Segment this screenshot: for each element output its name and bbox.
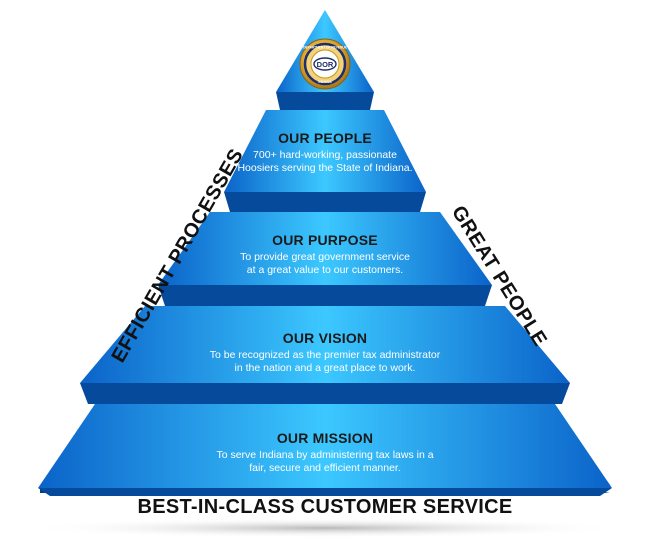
seal-center-text: DOR	[317, 60, 334, 69]
tier-vision-face	[80, 306, 570, 383]
tier-people-underside	[224, 192, 426, 212]
tier-people-face	[224, 110, 426, 192]
tier-purpose-line-1: To provide great government service	[240, 251, 410, 263]
tier-purpose-block	[158, 212, 492, 306]
tier-apex-underside	[276, 92, 374, 110]
tier-mission-title: OUR MISSION	[276, 430, 374, 446]
ground-shadow	[25, 518, 625, 538]
tier-people-block	[224, 110, 426, 212]
tier-purpose-face	[158, 212, 492, 285]
tier-people-line-2: Hoosiers serving the State of Indiana.	[237, 162, 413, 174]
seal-center-badge	[313, 57, 337, 71]
tier-vision-block	[80, 306, 570, 404]
seal-bottom-text: INDIANA	[318, 80, 332, 84]
tier-mission-line-1: To serve Indiana by administering tax la…	[216, 449, 434, 461]
tier-mission-block	[38, 404, 612, 496]
tier-people: OUR PEOPLE 700+ hard-working, passionate…	[225, 130, 425, 175]
dor-seal: DOR DEPARTMENT OF REVENUE INDIANA	[299, 38, 351, 90]
tier-purpose-line-2: at a great value to our customers.	[246, 264, 404, 276]
tier-vision: OUR VISION To be recognized as the premi…	[175, 330, 475, 375]
tier-purpose: OUR PURPOSE To provide great government …	[200, 232, 450, 277]
tier-mission: OUR MISSION To serve Indiana by administ…	[175, 430, 475, 475]
tier-vision-line-2: in the nation and a great place to work.	[234, 362, 416, 374]
tier-people-line-1: 700+ hard-working, passionate	[253, 149, 397, 161]
tier-vision-line-1: To be recognized as the premier tax admi…	[209, 349, 441, 361]
bottom-label: BEST-IN-CLASS CUSTOMER SERVICE	[137, 496, 513, 518]
tier-mission-face	[38, 404, 612, 488]
tier-mission-underside	[38, 488, 612, 496]
tier-vision-underside	[80, 383, 570, 404]
tier-people-title: OUR PEOPLE	[278, 130, 372, 146]
tier-vision-title: OUR VISION	[282, 330, 368, 346]
tier-purpose-underside	[158, 285, 492, 306]
seal-top-text: DEPARTMENT OF REVENUE	[303, 46, 347, 50]
tier-purpose-title: OUR PURPOSE	[272, 232, 378, 248]
tier-mission-line-2: fair, secure and efficient manner.	[249, 462, 401, 474]
